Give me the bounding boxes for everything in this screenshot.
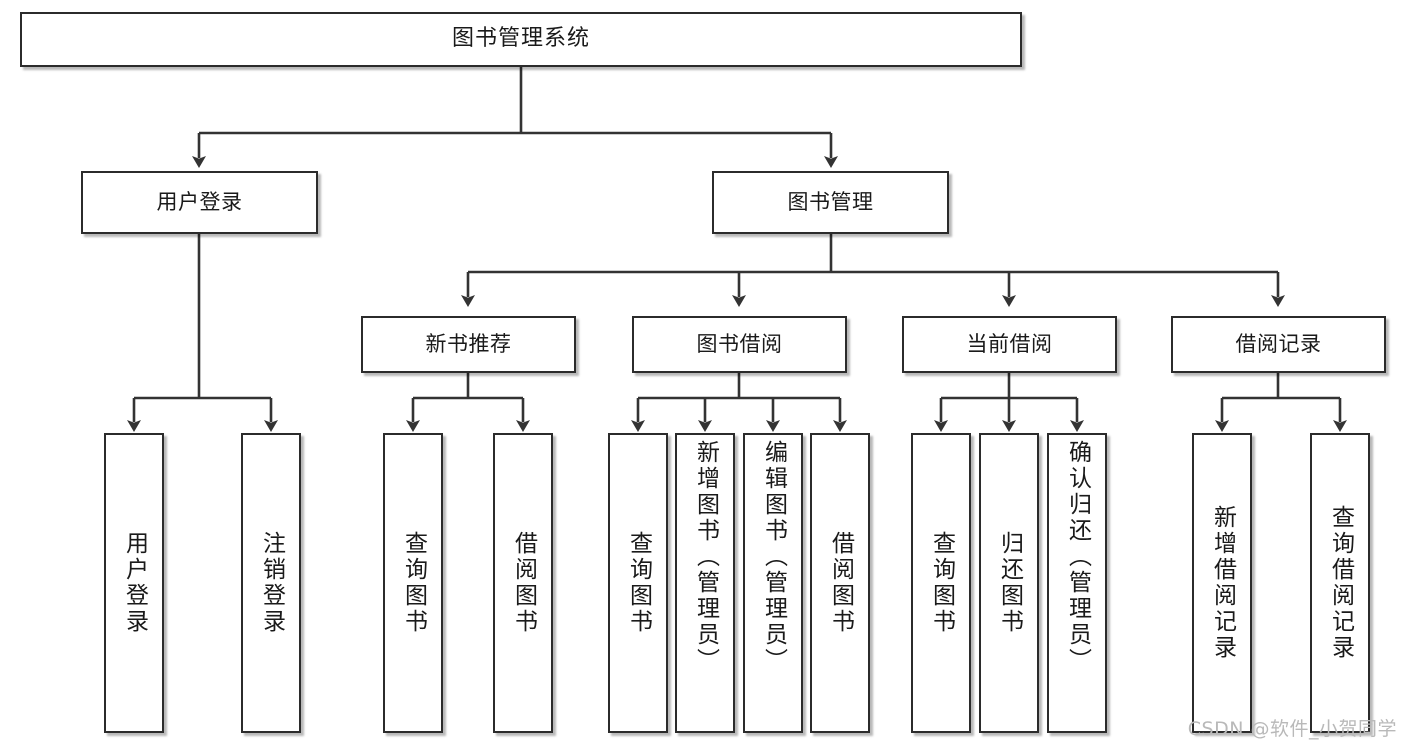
node-leaf-edit-book[interactable]: 编辑图书（管理员） (743, 433, 803, 733)
node-leaf-add-book-label: 新增图书（管理员） (692, 440, 719, 674)
node-root[interactable]: 图书管理系统 (20, 12, 1022, 67)
node-borrow-record-label: 借阅记录 (1235, 331, 1322, 356)
node-leaf-query-book-3[interactable]: 查询图书 (911, 433, 971, 733)
node-leaf-edit-book-label: 编辑图书（管理员） (760, 440, 787, 674)
node-leaf-query-record[interactable]: 查询借阅记录 (1310, 433, 1370, 733)
node-user-login[interactable]: 用户登录 (81, 171, 318, 234)
node-leaf-user-login-label: 用户登录 (121, 531, 148, 635)
node-leaf-query-record-label: 查询借阅记录 (1327, 505, 1354, 661)
node-leaf-return-book-label: 归还图书 (996, 531, 1023, 635)
node-leaf-return-book[interactable]: 归还图书 (979, 433, 1039, 733)
node-leaf-logout[interactable]: 注销登录 (241, 433, 301, 733)
node-leaf-add-record[interactable]: 新增借阅记录 (1192, 433, 1252, 733)
node-leaf-query-book-1-label: 查询图书 (400, 531, 427, 635)
node-borrow-record[interactable]: 借阅记录 (1171, 316, 1386, 373)
node-root-label: 图书管理系统 (451, 26, 590, 52)
node-leaf-confirm-return-label: 确认归还（管理员） (1064, 440, 1091, 674)
node-leaf-query-book-2[interactable]: 查询图书 (608, 433, 668, 733)
node-current-borrow[interactable]: 当前借阅 (902, 316, 1117, 373)
node-leaf-borrow-book-2-label: 借阅图书 (827, 531, 854, 635)
node-current-borrow-label: 当前借阅 (966, 331, 1053, 356)
node-leaf-add-record-label: 新增借阅记录 (1209, 505, 1236, 661)
node-user-login-label: 用户登录 (156, 189, 243, 214)
node-leaf-confirm-return[interactable]: 确认归还（管理员） (1047, 433, 1107, 733)
csdn-watermark: CSDN @软件_小贺同学 (1187, 718, 1397, 740)
node-new-book-rec-label: 新书推荐 (425, 331, 512, 356)
node-book-borrow-label: 图书借阅 (696, 331, 783, 356)
node-leaf-borrow-book-2[interactable]: 借阅图书 (810, 433, 870, 733)
node-book-borrow[interactable]: 图书借阅 (632, 316, 847, 373)
node-book-manage-label: 图书管理 (787, 189, 874, 214)
node-leaf-query-book-2-label: 查询图书 (625, 531, 652, 635)
node-leaf-borrow-book-1-label: 借阅图书 (510, 531, 537, 635)
node-leaf-logout-label: 注销登录 (258, 531, 285, 635)
node-leaf-borrow-book-1[interactable]: 借阅图书 (493, 433, 553, 733)
node-leaf-add-book[interactable]: 新增图书（管理员） (675, 433, 735, 733)
node-new-book-rec[interactable]: 新书推荐 (361, 316, 576, 373)
node-book-manage[interactable]: 图书管理 (712, 171, 949, 234)
node-leaf-query-book-1[interactable]: 查询图书 (383, 433, 443, 733)
node-leaf-query-book-3-label: 查询图书 (928, 531, 955, 635)
node-leaf-user-login[interactable]: 用户登录 (104, 433, 164, 733)
